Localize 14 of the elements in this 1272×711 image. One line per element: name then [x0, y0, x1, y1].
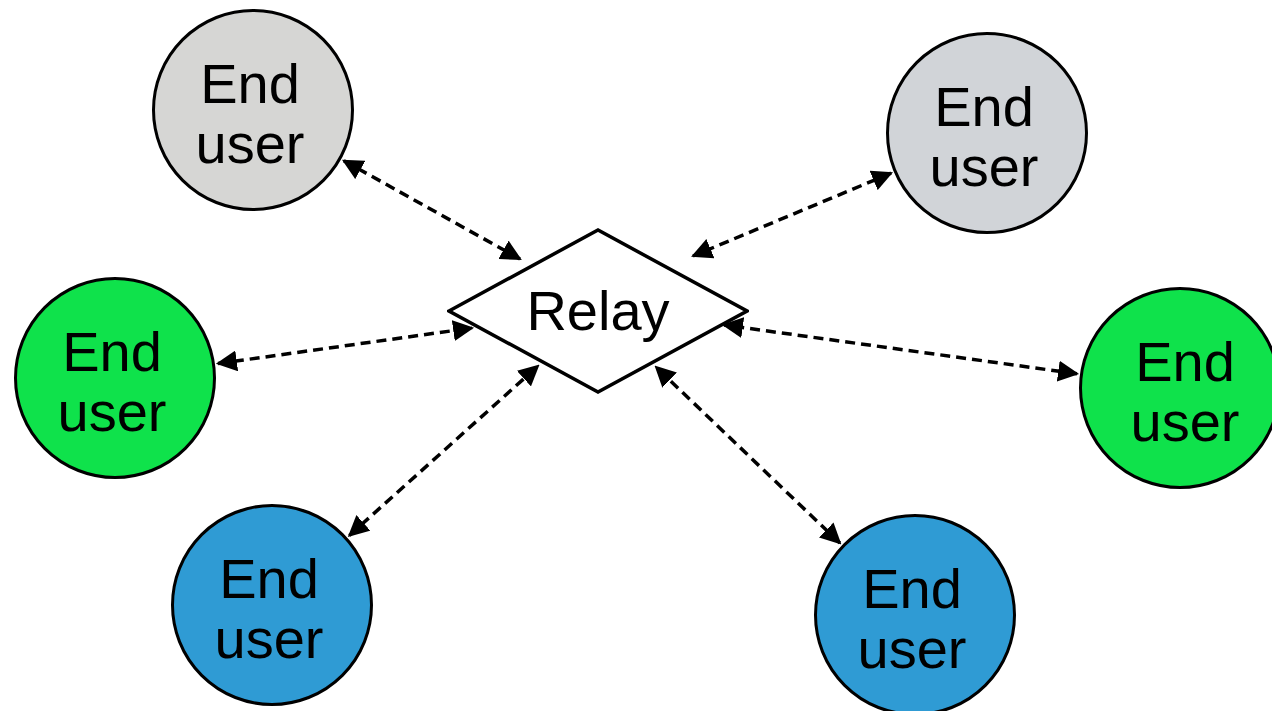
dashed-arrow — [342, 159, 522, 261]
node-label: End user — [194, 54, 306, 174]
dashed-arrow — [347, 364, 540, 537]
node-label: End user — [856, 559, 968, 679]
node-label: End user — [56, 322, 168, 442]
node-label: End user — [1129, 332, 1241, 452]
node-label: End user — [213, 549, 325, 669]
dashed-arrow — [691, 170, 893, 259]
dashed-arrow — [654, 365, 842, 545]
node-label: End user — [928, 77, 1040, 197]
dashed-arrow — [721, 317, 1080, 382]
dashed-arrow — [215, 320, 475, 372]
node-label: Relay — [526, 281, 670, 341]
relay-diamond — [447, 228, 749, 394]
